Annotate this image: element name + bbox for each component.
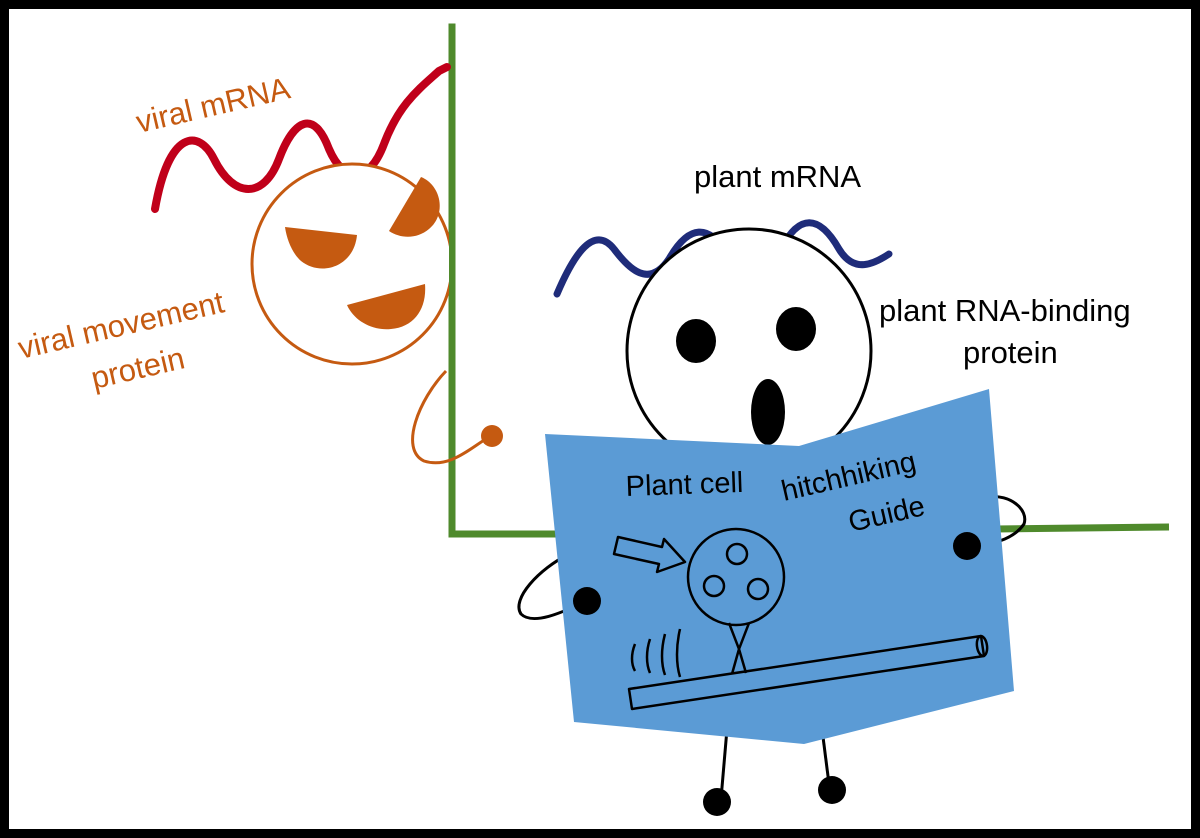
viral-mrna-label: viral mRNA	[133, 70, 294, 139]
book-motion-lines	[630, 628, 682, 678]
viral-hand	[481, 425, 503, 447]
viral-mrna-strand	[151, 63, 451, 213]
viral-left-eye	[285, 227, 357, 269]
viral-arm	[411, 369, 490, 465]
viral-movement-protein-label-line2: protein	[88, 340, 188, 395]
book-arrow-icon	[612, 535, 687, 574]
viral-mouth	[347, 284, 426, 330]
plant-mrna-label: plant mRNA	[694, 159, 861, 194]
right-foot	[818, 776, 846, 804]
plant-right-eye	[776, 307, 816, 351]
book-motor-icon	[727, 622, 751, 675]
cell-wall	[448, 23, 1170, 538]
viral-right-eye	[389, 177, 440, 237]
plant-left-eye	[676, 319, 716, 363]
book-title-left: Plant cell	[625, 467, 744, 503]
plant-mouth	[751, 379, 785, 445]
figure-canvas: Plant cell hitchhiking Guide	[9, 9, 1191, 829]
cartoon-illustration: Plant cell hitchhiking Guide	[15, 23, 1170, 816]
hitchhiking-guide-book: Plant cell hitchhiking Guide	[545, 389, 1014, 744]
viral-movement-protein	[250, 162, 503, 465]
left-foot	[703, 788, 731, 816]
book-filament-icon	[627, 634, 989, 711]
book-vesicle-icon	[686, 527, 786, 627]
plant-rbp-label-line1: plant RNA-binding	[879, 293, 1131, 328]
plant-rna-binding-protein	[517, 227, 1027, 816]
plant-rbp-label-line2: protein	[963, 335, 1058, 370]
